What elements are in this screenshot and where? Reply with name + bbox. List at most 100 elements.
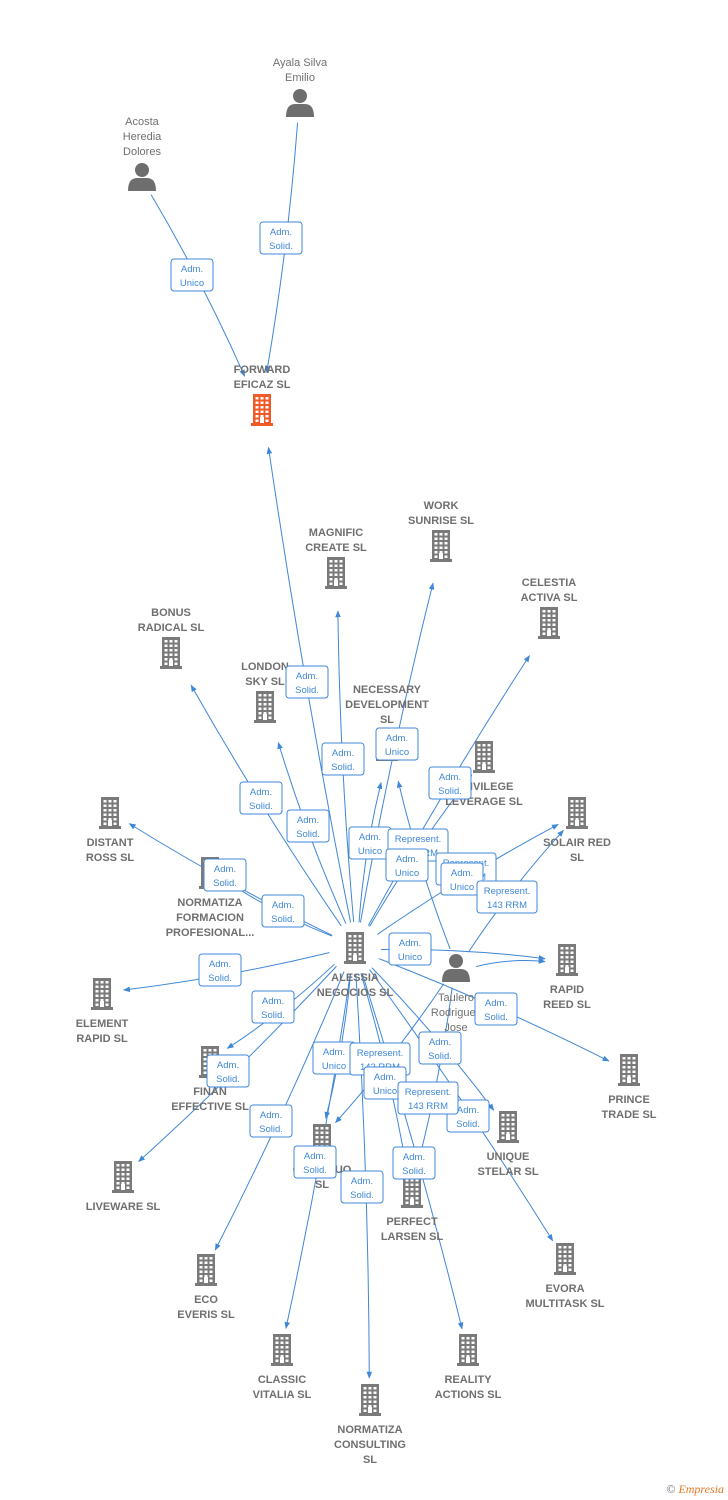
relationship-badge[interactable]: Adm.Unico (312, 1041, 356, 1075)
badge-text: Adm. (260, 1110, 282, 1121)
node-liveware[interactable]: LIVEWARE SL (86, 1161, 161, 1213)
relationship-badge[interactable]: Adm.Solid. (203, 858, 247, 892)
relationship-badge[interactable]: Adm.Unico (388, 932, 432, 966)
node-label: REALITY (444, 1374, 492, 1386)
badge-text: Unico (385, 747, 409, 758)
node-label: NORMATIZA (337, 1424, 402, 1436)
nodes-layer: Ayala SilvaEmilioAcostaHerediaDoloresFOR… (76, 57, 657, 1466)
relationship-badge[interactable]: Adm.Solid. (239, 781, 283, 815)
relationship-badge[interactable]: Adm.Unico (440, 862, 484, 896)
node-label: ECO (194, 1294, 218, 1306)
relationship-badge[interactable]: Adm.Solid. (251, 990, 295, 1024)
badge-text: Unico (450, 882, 474, 893)
relationship-badge[interactable]: Adm.Solid. (474, 992, 518, 1026)
node-label: UNIQUE (487, 1151, 530, 1163)
badge-text: Solid. (438, 786, 462, 797)
node-label: ROSS SL (86, 852, 135, 864)
node-label: WORK (424, 500, 459, 512)
relationship-badge[interactable]: Represent. 143 RRM (397, 1081, 459, 1115)
badge-text: Represent. (405, 1087, 451, 1098)
badge-text: Adm. (351, 1176, 373, 1187)
relationship-badge[interactable]: Adm.Solid. (392, 1146, 436, 1180)
node-label: BONUS (151, 607, 191, 619)
relationship-badge[interactable]: Adm. Unico (375, 727, 419, 761)
badge-text: Solid. (296, 829, 320, 840)
relationship-badge[interactable]: Adm. Solid. (261, 894, 305, 928)
relationship-badge[interactable]: Represent.143 RRM (476, 880, 538, 914)
badge-text: 143 RRM (487, 900, 527, 911)
node-label: SKY SL (245, 676, 285, 688)
relationship-badge[interactable]: Adm.Solid. (259, 221, 303, 255)
relationship-badge[interactable]: Adm.Solid. (428, 766, 472, 800)
building-icon (457, 1334, 479, 1366)
building-icon (618, 1054, 640, 1086)
relationship-badge[interactable]: Adm.Solid. (286, 809, 330, 843)
building-icon (401, 1176, 423, 1208)
badge-text: Solid. (271, 914, 295, 925)
node-label: FORMACION (176, 912, 244, 924)
node-normatiza_f[interactable]: NORMATIZAFORMACIONPROFESIONAL... (166, 857, 255, 939)
node-label: DEVELOPMENT (345, 699, 429, 711)
node-work[interactable]: WORK SUNRISE SL (408, 500, 474, 562)
badge-text: Adm. (386, 733, 408, 744)
relationship-badge[interactable]: Adm.Solid. (418, 1031, 462, 1065)
relationship-badge[interactable]: Adm.Solid. (249, 1104, 293, 1138)
relationship-badge[interactable]: Adm. Unico (385, 848, 429, 882)
badge-text: Unico (395, 868, 419, 879)
relationship-badge[interactable]: Adm.Solid. (206, 1054, 250, 1088)
badge-text: Adm. (457, 1105, 479, 1116)
badge-text: Unico (358, 846, 382, 857)
badge-text: 143 RRM (408, 1101, 448, 1112)
relationship-badge[interactable]: Adm.Solid. (321, 742, 365, 776)
badge-text: Solid. (303, 1165, 327, 1176)
node-eco[interactable]: ECO EVERIS SL (177, 1254, 235, 1321)
node-label: SUNRISE SL (408, 515, 474, 527)
node-label: PRINCE (608, 1094, 650, 1106)
node-label: PERFECT (386, 1216, 438, 1228)
badge-text: Adm. (396, 854, 418, 865)
building-icon (251, 394, 273, 426)
node-label: EFICAZ SL (234, 379, 291, 391)
badge-text: Adm. (296, 671, 318, 682)
node-label: EVERIS SL (177, 1309, 235, 1321)
relationship-badge[interactable]: Adm. Solid. (293, 1145, 337, 1179)
node-label: RAPID SL (76, 1033, 128, 1045)
relationship-badge[interactable]: Adm.Solid. (198, 953, 242, 987)
relationship-badge[interactable]: Adm.Unico (363, 1066, 407, 1100)
node-label: NEGOCIOS SL (317, 987, 394, 999)
relationship-badge[interactable]: Adm.Unico (170, 258, 214, 292)
building-icon (359, 1384, 381, 1416)
badge-text: Adm. (272, 900, 294, 911)
node-label: SL (315, 1179, 329, 1191)
relationship-badge[interactable]: Adm.Solid. (340, 1170, 384, 1204)
building-icon (91, 978, 113, 1010)
relationship-badge[interactable]: Adm. Solid. (285, 665, 329, 699)
node-label: Emilio (285, 72, 315, 84)
relationship-badge[interactable]: Adm.Unico (348, 826, 392, 860)
badge-text: Solid. (295, 685, 319, 696)
building-icon (473, 741, 495, 773)
badge-text: Unico (180, 278, 204, 289)
badge-text: Adm. (304, 1151, 326, 1162)
brand-name: Empresia (678, 1482, 724, 1496)
